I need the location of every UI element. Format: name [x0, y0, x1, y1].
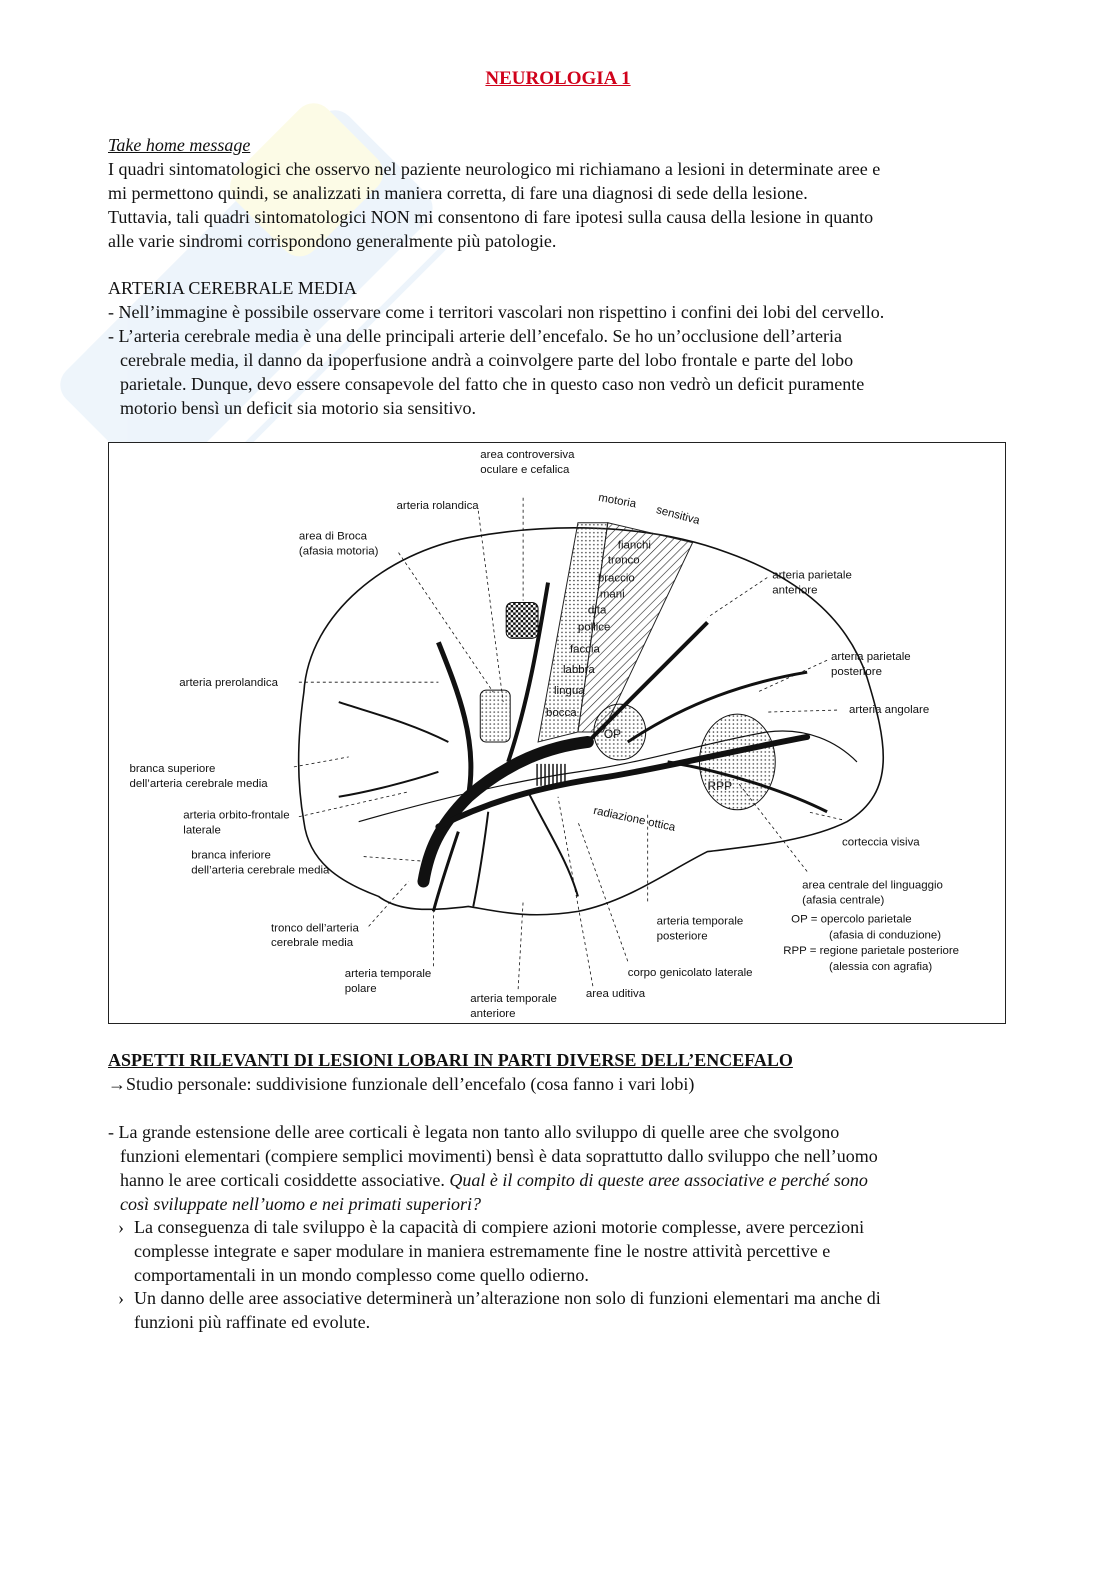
- label-radiazione-ottica: radiazione ottica: [592, 805, 677, 834]
- bullet-mark: ›: [118, 1288, 124, 1308]
- acm-bullet-2-line: - L’arteria cerebrale media è una delle …: [108, 326, 842, 346]
- label-arteria-temporale-anteriore: anteriore: [470, 1008, 515, 1020]
- sub-bullet-1: › La conseguenza di tale sviluppo è la c…: [118, 1217, 865, 1285]
- label-sensitiva: sensitiva: [655, 504, 702, 527]
- label-tronco-acm: cerebrale media: [271, 937, 354, 949]
- label-op-def: (afasia di conduzione): [829, 929, 941, 941]
- take-home-line: Tuttavia, tali quadri sintomatologici NO…: [108, 207, 874, 227]
- label-area-broca: (afasia motoria): [299, 546, 379, 558]
- label-arteria-temporale-polare: polare: [345, 983, 377, 995]
- brain-outline: [297, 527, 884, 916]
- bullet-mark: ›: [118, 1217, 124, 1237]
- lesioni-p1-italic: così sviluppate nell’uomo e nei primati …: [120, 1194, 481, 1214]
- label-arteria-parietale-posteriore: posteriore: [831, 666, 882, 678]
- label-arteria-temporale-posteriore: posteriore: [657, 930, 708, 942]
- label-branca-inferiore: branca inferiore: [191, 850, 271, 862]
- label-arteria-parietale-posteriore: arteria parietale: [831, 651, 911, 663]
- label-op-def: OP = opercolo parietale: [791, 913, 911, 925]
- label-area-centrale: (afasia centrale): [802, 894, 884, 906]
- label-somato: faccia: [570, 643, 601, 655]
- label-somato: braccio: [598, 573, 635, 585]
- label-branca-superiore: branca superiore: [129, 763, 215, 775]
- area-broca: [479, 689, 511, 743]
- take-home-heading: Take home message: [108, 135, 251, 155]
- label-area-centrale: area centrale del linguaggio: [802, 879, 943, 891]
- label-somato: fianchi: [618, 540, 651, 552]
- mca-branch-inf: [435, 733, 811, 830]
- label-arteria-parietale-anteriore: arteria parietale: [772, 570, 852, 582]
- rpp-area: [699, 713, 776, 811]
- take-home-line: alle varie sindromi corrispondono genera…: [108, 231, 557, 251]
- label-branca-inferiore: dell’arteria cerebrale media: [191, 865, 330, 877]
- acm-bullet-1: - Nell’immagine è possibile osservare co…: [108, 302, 885, 322]
- label-somato: tronco: [608, 555, 640, 567]
- label-somato: lingua: [554, 685, 585, 697]
- label-branca-superiore: dell’arteria cerebrale media: [129, 778, 268, 790]
- sub-bullet-2: › Un danno delle aree associative determ…: [118, 1288, 881, 1332]
- acm-heading: ARTERIA CEREBRALE MEDIA: [108, 278, 357, 298]
- label-corpo-genicolato: corpo genicolato laterale: [628, 967, 753, 979]
- lesioni-p1-line: - La grande estensione delle aree cortic…: [108, 1122, 840, 1142]
- brain-diagram-svg: area controversiva oculare e cefalica ar…: [129, 449, 959, 1020]
- acm-bullet-2-line: cerebrale media, il danno da ipoperfusio…: [120, 350, 854, 370]
- acm-bullet-2-line: motorio bensì un deficit sia motorio sia…: [120, 398, 476, 418]
- label-arteria-orbito: laterale: [183, 825, 221, 837]
- acm-bullet-2-line: parietale. Dunque, devo essere consapevo…: [120, 374, 865, 394]
- label-arteria-angolare: arteria angolare: [849, 704, 929, 716]
- label-somato: dita: [588, 604, 607, 616]
- arrow-icon: →: [108, 1074, 126, 1094]
- label-motoria: motoria: [597, 492, 637, 511]
- page-title: NEUROLOGIA 1: [485, 68, 631, 89]
- label-somato: mani: [600, 588, 625, 600]
- label-somato: bocca: [546, 707, 577, 719]
- label-rpp-def: RPP = regione parietale posteriore: [783, 945, 959, 957]
- brain-diagram: area controversiva oculare e cefalica ar…: [108, 442, 1006, 1024]
- label-somato: pollice: [578, 621, 610, 633]
- label-rpp: RPP: [707, 779, 732, 793]
- label-tronco-acm: tronco dell’arteria: [271, 922, 359, 934]
- take-home-line: mi permettono quindi, se analizzati in m…: [108, 183, 808, 203]
- label-corteccia-visiva: corteccia visiva: [842, 837, 920, 849]
- label-arteria-temporale-anteriore: arteria temporale: [470, 993, 557, 1005]
- label-rpp-def: (alessia con agrafia): [829, 961, 932, 973]
- lesioni-p1-line: hanno le aree corticali cosiddette assoc…: [120, 1170, 868, 1190]
- sylvian-fissure: [358, 730, 858, 823]
- take-home-line: I quadri sintomatologici che osservo nel…: [108, 159, 881, 179]
- label-arteria-temporale-posteriore: arteria temporale: [657, 915, 744, 927]
- label-arteria-rolandica: arteria rolandica: [397, 500, 480, 512]
- label-area-uditiva: area uditiva: [586, 988, 646, 1000]
- label-area-controversiva: oculare e cefalica: [480, 464, 570, 476]
- label-op: OP: [604, 727, 621, 741]
- area-uditiva-mark: [536, 763, 566, 786]
- studio-personale: →Studio personale: suddivisione funziona…: [108, 1074, 695, 1094]
- label-arteria-prerolandica: arteria prerolandica: [179, 677, 278, 689]
- area-controversiva: [505, 601, 539, 639]
- label-arteria-orbito: arteria orbito-frontale: [183, 810, 289, 822]
- lesioni-p1-line: funzioni elementari (compiere semplici m…: [120, 1146, 878, 1166]
- label-arteria-parietale-anteriore: anteriore: [772, 584, 817, 596]
- label-arteria-temporale-polare: arteria temporale: [345, 968, 432, 980]
- label-somato: labbra: [563, 664, 595, 676]
- label-area-controversiva: area controversiva: [480, 449, 575, 461]
- lesioni-heading: ASPETTI RILEVANTI DI LESIONI LOBARI IN P…: [108, 1050, 793, 1070]
- label-area-broca: area di Broca: [299, 531, 368, 543]
